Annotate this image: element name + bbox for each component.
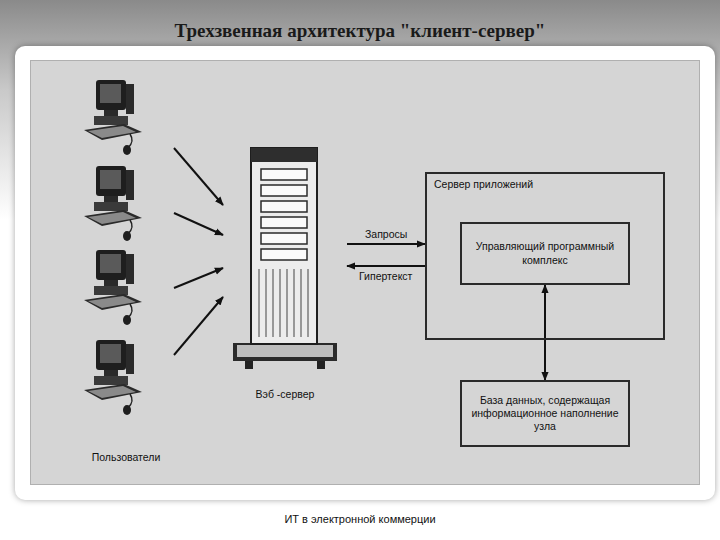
- computer-icon: [84, 340, 142, 415]
- connector-arrow: [347, 243, 425, 245]
- node-label: Вэб -сервер: [223, 388, 347, 401]
- user-group: Пользователи: [78, 72, 174, 464]
- vent-line: [301, 269, 302, 337]
- connector-arrow: [544, 285, 546, 380]
- connector-arrow: [347, 265, 425, 267]
- node-label: Управляющий программный комплекс: [470, 240, 620, 266]
- drive-bay: [261, 249, 307, 260]
- computer-icon: [84, 250, 142, 325]
- vent-line: [308, 269, 309, 337]
- connector-arrow: [174, 213, 223, 235]
- process-box: Управляющий программный комплекс: [460, 222, 630, 285]
- platform: [233, 343, 337, 361]
- node-label: База данных, содержащая информационное н…: [470, 394, 620, 433]
- tower-top: [251, 148, 317, 162]
- vent-line: [273, 269, 274, 337]
- slide-title: Трехзвенная архитектура "клиент-сервер": [0, 20, 720, 42]
- vent-line: [266, 269, 267, 337]
- platform-top: [237, 345, 333, 357]
- foot: [245, 361, 253, 369]
- computer-icon: [84, 80, 142, 155]
- computer-icon: [84, 166, 142, 241]
- connector-arrow: [174, 268, 223, 288]
- process-box: База данных, содержащая информационное н…: [460, 380, 630, 447]
- connector-arrow: [174, 148, 223, 205]
- edge-label: Гипертекст: [357, 270, 414, 282]
- frame-heading: Сервер приложений: [434, 178, 533, 191]
- server-frame: Сервер приложенийУправляющий программный…: [425, 172, 665, 340]
- vent-line: [280, 269, 281, 337]
- foot: [317, 361, 325, 369]
- computer-icons: [78, 72, 170, 444]
- vent-line: [287, 269, 288, 337]
- drive-bay: [261, 201, 307, 212]
- web-server: Вэб -сервер: [223, 145, 347, 401]
- node-label: Пользователи: [78, 451, 174, 464]
- drive-bay: [261, 185, 307, 196]
- tower-body: [251, 148, 317, 344]
- footer-caption: ИТ в электронной коммерции: [0, 513, 720, 525]
- vent-line: [294, 269, 295, 337]
- edge-label: Запросы: [363, 228, 409, 240]
- connector-arrow: [174, 297, 223, 355]
- vent-line: [259, 269, 260, 337]
- server-tower: [223, 145, 343, 370]
- drive-bay: [261, 233, 307, 244]
- drive-bay: [261, 169, 307, 180]
- drive-bay: [261, 217, 307, 228]
